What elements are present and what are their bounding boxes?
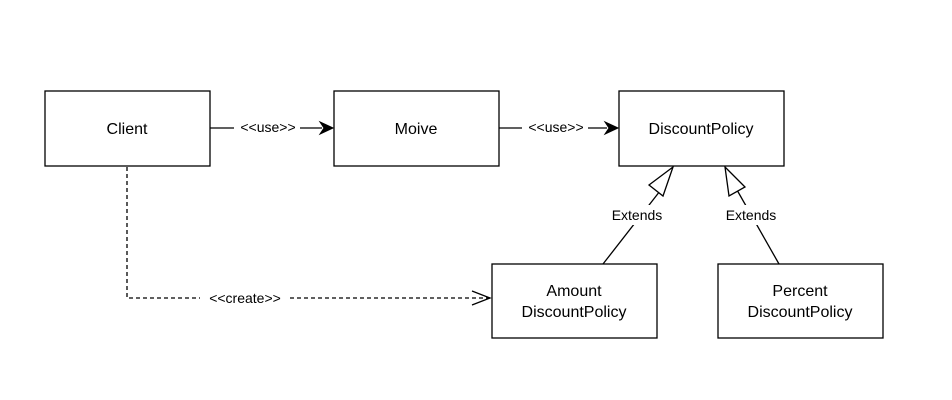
- class-name: Moive: [395, 121, 438, 138]
- node-amount-discount-policy: Amount DiscountPolicy: [491, 263, 658, 339]
- arrow-head-hollow-triangle: [647, 165, 675, 198]
- node-movie: Moive: [333, 90, 500, 167]
- class-name-line-2: DiscountPolicy: [522, 304, 627, 321]
- edge-label-background: [522, 117, 588, 137]
- edge-label-create: <<create>>: [209, 290, 281, 306]
- edge-line: [602, 190, 661, 265]
- class-name-line-1: Percent: [772, 283, 828, 300]
- class-name-line-2: DiscountPolicy: [748, 304, 853, 321]
- edge-movie-uses-discount-policy: <<use>>: [499, 117, 620, 137]
- edge-line-dashed: [126, 167, 490, 299]
- class-box: [44, 90, 211, 167]
- arrow-head-open: [471, 290, 492, 306]
- edge-label-extends: Extends: [726, 207, 777, 223]
- class-box: [717, 263, 884, 339]
- edge-client-uses-movie: <<use>>: [210, 117, 335, 137]
- edge-label-background: [604, 205, 670, 225]
- class-box: [491, 263, 658, 339]
- class-name: Client: [107, 121, 148, 138]
- node-client: Client: [44, 90, 211, 167]
- arrow-head-filled: [603, 120, 620, 136]
- edge-label-background: [718, 205, 784, 225]
- arrow-head-filled: [318, 120, 335, 136]
- edge-label-background: [234, 117, 300, 137]
- class-box: [618, 90, 785, 167]
- node-discount-policy: DiscountPolicy: [618, 90, 785, 167]
- edge-percent-extends-discount: Extends: [718, 165, 784, 265]
- arrow-head-hollow-triangle: [724, 165, 747, 198]
- class-name: DiscountPolicy: [649, 121, 754, 138]
- edge-label-use: <<use>>: [240, 119, 295, 135]
- edge-label-extends: Extends: [612, 207, 663, 223]
- edge-label-background: [200, 288, 290, 308]
- edge-label-use: <<use>>: [528, 119, 583, 135]
- class-box: [333, 90, 500, 167]
- class-name-line-1: Amount: [546, 283, 602, 300]
- edge-client-creates-amount: <<create>>: [126, 167, 492, 308]
- edge-amount-extends-discount: Extends: [602, 165, 675, 265]
- edge-line: [736, 189, 780, 265]
- node-percent-discount-policy: Percent DiscountPolicy: [717, 263, 884, 339]
